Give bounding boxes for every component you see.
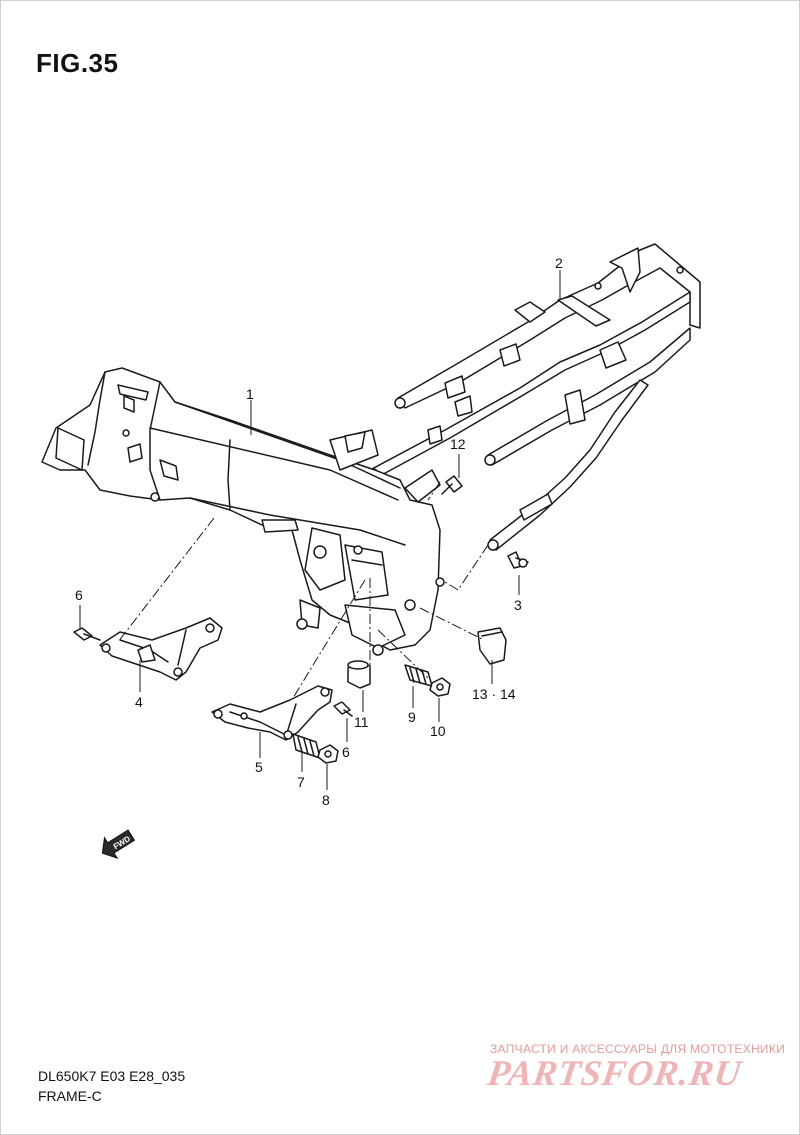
callout-6-right: 6 bbox=[342, 744, 350, 760]
footrest-bracket-part-5[interactable] bbox=[211, 685, 333, 741]
rear-subframe[interactable] bbox=[367, 243, 701, 551]
footrest-bracket-part-4[interactable] bbox=[99, 617, 223, 681]
watermark-logo[interactable]: PARTSFOR.RU bbox=[485, 1053, 745, 1093]
bolt-part-3[interactable] bbox=[507, 551, 529, 569]
callout-11: 11 bbox=[354, 714, 369, 730]
callout-5: 5 bbox=[255, 759, 263, 775]
watermark-tagline: ЗАПЧАСТИ И АКСЕССУАРЫ ДЛЯ МОТОТЕХНИКИ bbox=[490, 1042, 786, 1056]
callout-10: 10 bbox=[430, 723, 446, 739]
callout-1: 1 bbox=[246, 386, 254, 402]
forward-arrow-icon: FWD bbox=[101, 829, 136, 859]
callout-12: 12 bbox=[450, 436, 466, 452]
nut-part-10[interactable] bbox=[429, 677, 451, 697]
collar-part-11[interactable] bbox=[347, 660, 371, 689]
callout-6-left: 6 bbox=[75, 587, 83, 603]
rubber-part-9[interactable] bbox=[404, 664, 433, 687]
callout-3: 3 bbox=[514, 597, 522, 613]
bolt-part-6-left[interactable] bbox=[73, 627, 101, 641]
reflector-part-13-14[interactable] bbox=[477, 627, 507, 665]
callout-4: 4 bbox=[135, 694, 143, 710]
bolt-part-6-right[interactable] bbox=[333, 701, 353, 717]
main-frame[interactable] bbox=[41, 367, 445, 656]
figure-title: FIG.35 bbox=[36, 48, 119, 78]
rubber-part-7[interactable] bbox=[292, 733, 321, 759]
callout-7: 7 bbox=[297, 774, 305, 790]
section-name: FRAME-C bbox=[38, 1088, 102, 1104]
callout-2: 2 bbox=[555, 255, 563, 271]
callout-13-14: 13 · 14 bbox=[472, 686, 516, 702]
nut-part-8[interactable] bbox=[317, 744, 339, 764]
callout-9: 9 bbox=[408, 709, 416, 725]
model-code: DL650K7 E03 E28_035 bbox=[38, 1068, 186, 1084]
bolt-part-12[interactable] bbox=[441, 475, 463, 495]
callout-8: 8 bbox=[322, 792, 330, 808]
